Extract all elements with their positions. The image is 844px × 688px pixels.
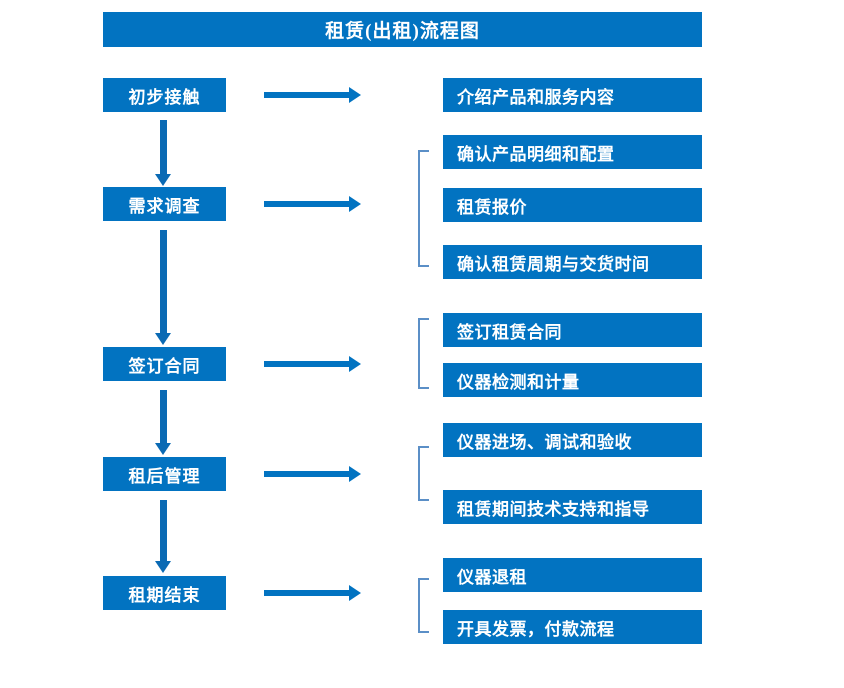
group-bracket-needs-survey (418, 150, 429, 267)
diagram-title: 租赁(出租)流程图 (103, 12, 702, 47)
flow-arrow-right-5 (264, 585, 361, 601)
stage-node-post-rent-mgmt[interactable]: 租后管理 (103, 457, 226, 491)
detail-node-confirm-spec-config[interactable]: 确认产品明细和配置 (443, 135, 702, 169)
flow-arrow-down-4 (155, 500, 171, 573)
detail-node-rental-quote[interactable]: 租赁报价 (443, 188, 702, 222)
detail-node-confirm-period-delivery[interactable]: 确认租赁周期与交货时间 (443, 245, 702, 279)
group-bracket-post-rent-mgmt (418, 446, 429, 501)
flow-arrow-right-1 (264, 87, 361, 103)
detail-node-invoice-payment[interactable]: 开具发票，付款流程 (443, 610, 702, 644)
stage-node-rental-end[interactable]: 租期结束 (103, 576, 226, 610)
flow-arrow-down-3 (155, 390, 171, 455)
flow-arrow-right-2 (264, 196, 361, 212)
detail-node-onsite-commissioning[interactable]: 仪器进场、调试和验收 (443, 423, 702, 457)
stage-node-needs-survey[interactable]: 需求调查 (103, 187, 226, 221)
stage-node-sign-contract[interactable]: 签订合同 (103, 347, 226, 381)
stage-node-initial-contact[interactable]: 初步接触 (103, 78, 226, 112)
flow-arrow-down-2 (155, 230, 171, 345)
group-bracket-sign-contract (418, 318, 429, 389)
flow-arrow-right-3 (264, 356, 361, 372)
detail-node-introduce-products[interactable]: 介绍产品和服务内容 (443, 78, 702, 112)
detail-node-instrument-return[interactable]: 仪器退租 (443, 558, 702, 592)
detail-node-tech-support[interactable]: 租赁期间技术支持和指导 (443, 490, 702, 524)
detail-node-instrument-testing[interactable]: 仪器检测和计量 (443, 363, 702, 397)
detail-node-sign-rental-contract[interactable]: 签订租赁合同 (443, 313, 702, 347)
group-bracket-rental-end (418, 578, 429, 633)
flow-arrow-right-4 (264, 466, 361, 482)
flow-arrow-down-1 (155, 120, 171, 186)
